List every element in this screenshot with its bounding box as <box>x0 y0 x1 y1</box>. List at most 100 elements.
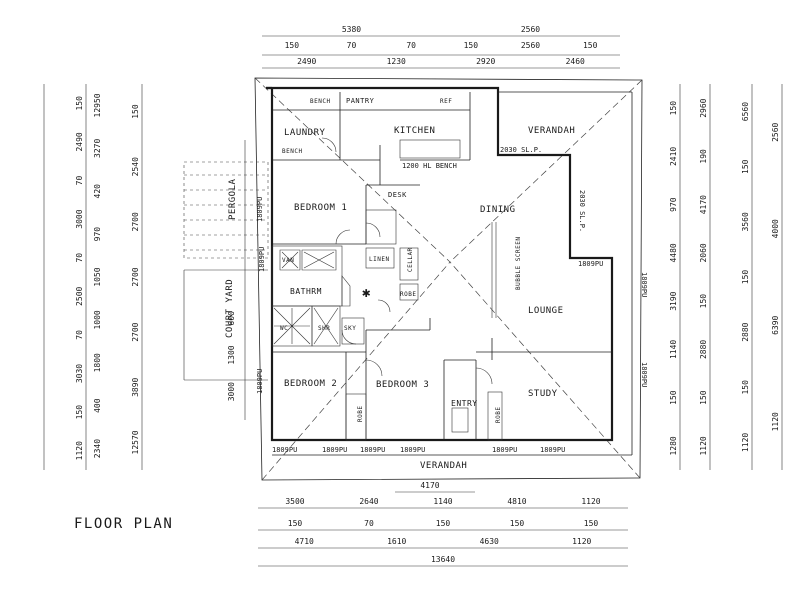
dimension-value: 2700 <box>131 212 140 231</box>
dimensions-left: 1502490703000702500703030150112012950327… <box>75 93 236 460</box>
dimension-value: 600 <box>227 311 236 326</box>
dimension-value: 2540 <box>131 157 140 176</box>
dimension-value: 4630 <box>480 537 499 546</box>
label-robe1: ROBE <box>400 291 416 298</box>
dimension-value: 150 <box>464 41 479 50</box>
dimension-value: 13640 <box>431 555 455 564</box>
label-linen: LINEN <box>369 256 390 263</box>
label-ref: REF <box>440 98 452 105</box>
dimension-value: 70 <box>75 330 84 340</box>
dimension-value: 150 <box>436 519 451 528</box>
dimension-value: 1120 <box>699 436 708 455</box>
label-verandah-slider: 2030 SL.P. <box>500 146 542 154</box>
dimension-value: 2490 <box>297 57 316 66</box>
dimension-value: 12570 <box>131 430 140 454</box>
exterior-walls <box>266 86 633 456</box>
dimension-value: 150 <box>699 294 708 309</box>
dimension-value: 2410 <box>669 147 678 166</box>
dimension-value: 2700 <box>131 322 140 341</box>
dimension-value: 3190 <box>669 291 678 310</box>
label-bottom-w6: 1809PU <box>540 446 565 454</box>
interior-walls <box>271 92 612 441</box>
label-dining-slider: 2030 SL.P. <box>578 190 586 232</box>
dimension-value: 150 <box>131 104 140 119</box>
pergola-courtyard <box>183 161 269 381</box>
dimension-lines <box>43 35 783 567</box>
dimension-value: 2490 <box>75 132 84 151</box>
dimension-value: 150 <box>583 41 598 50</box>
dimensions-right: 1502410970448031901140150128029601904170… <box>669 98 780 455</box>
dimension-value: 1050 <box>93 267 102 286</box>
label-bed1-window2: 1809PU <box>258 247 266 272</box>
dimension-value: 4000 <box>771 219 780 238</box>
dimension-value: 2960 <box>699 98 708 117</box>
dimension-value: 1300 <box>227 345 236 364</box>
label-verandah-top: VERANDAH <box>528 126 575 136</box>
dimension-value: 3000 <box>75 209 84 228</box>
label-bench1: BENCH <box>310 98 331 105</box>
dimension-value: 2640 <box>359 497 378 506</box>
dimension-value: 1230 <box>387 57 406 66</box>
label-cellar: CELLAR <box>407 247 414 272</box>
dimension-value: 5380 <box>342 25 361 34</box>
dimension-value: 3500 <box>285 497 304 506</box>
dimension-value: 70 <box>75 253 84 263</box>
dimension-value: 1140 <box>669 340 678 359</box>
dimension-value: 2920 <box>476 57 495 66</box>
label-sky: SKY <box>344 325 356 332</box>
label-bottom-w3: 1809PU <box>360 446 385 454</box>
dimension-value: 150 <box>75 405 84 420</box>
label-entry: ENTRY <box>451 399 478 408</box>
dimension-value: 6390 <box>771 315 780 334</box>
dimension-value: 150 <box>669 390 678 405</box>
label-bedroom1: BEDROOM 1 <box>294 203 347 213</box>
dimension-value: 4480 <box>669 243 678 262</box>
dimension-value: 150 <box>699 390 708 405</box>
label-desk: DESK <box>388 191 407 199</box>
label-dining: DINING <box>480 205 516 215</box>
label-bubble-screen: BUBBLE SCREEN <box>515 237 522 290</box>
dimension-value: 2560 <box>771 122 780 141</box>
dimension-value: 70 <box>406 41 416 50</box>
dimension-value: 1120 <box>75 441 84 460</box>
label-bottom-w1: 1809PU <box>272 446 297 454</box>
label-kitchen-window: 1200 HL BENCH <box>402 162 457 170</box>
label-study: STUDY <box>528 389 558 399</box>
dimension-value: 970 <box>669 197 678 212</box>
dimension-value: 2700 <box>131 267 140 286</box>
label-lounge: LOUNGE <box>528 306 564 316</box>
dimension-value: 2560 <box>521 25 540 34</box>
label-bench2: BENCH <box>282 148 303 155</box>
dimension-value: 1120 <box>771 412 780 431</box>
dimension-value: 4170 <box>420 481 439 490</box>
dimension-value: 6560 <box>741 102 750 121</box>
dimension-value: 12950 <box>93 93 102 117</box>
dimension-value: 400 <box>93 398 102 413</box>
label-bedroom3: BEDROOM 3 <box>376 380 429 390</box>
dimension-value: 420 <box>93 184 102 199</box>
doors <box>321 137 493 385</box>
label-lounge-window: 1809PU <box>578 260 603 268</box>
label-kitchen: KITCHEN <box>394 126 435 136</box>
north-star-icon: ✱ <box>362 285 371 301</box>
dimension-value: 150 <box>741 159 750 174</box>
label-pergola: PERGOLA <box>228 178 238 220</box>
room-labels: LAUNDRY KITCHEN PANTRY VERANDAH BEDROOM … <box>225 97 575 471</box>
dimension-value: 150 <box>584 519 599 528</box>
dimension-value: 1610 <box>387 537 406 546</box>
dimension-value: 190 <box>699 149 708 164</box>
label-bedroom2: BEDROOM 2 <box>284 379 337 389</box>
dimension-value: 2060 <box>699 243 708 262</box>
label-court-yard: COURT YARD <box>225 279 235 338</box>
dimension-value: 1800 <box>93 353 102 372</box>
dimension-value: 150 <box>741 270 750 285</box>
dimension-value: 150 <box>288 519 303 528</box>
dimension-value: 2460 <box>566 57 585 66</box>
dimension-value: 3890 <box>131 377 140 396</box>
dimension-value: 4170 <box>699 195 708 214</box>
dimension-value: 3030 <box>75 364 84 383</box>
dimension-value: 150 <box>285 41 300 50</box>
label-bathroom: BATHRM <box>290 287 322 296</box>
